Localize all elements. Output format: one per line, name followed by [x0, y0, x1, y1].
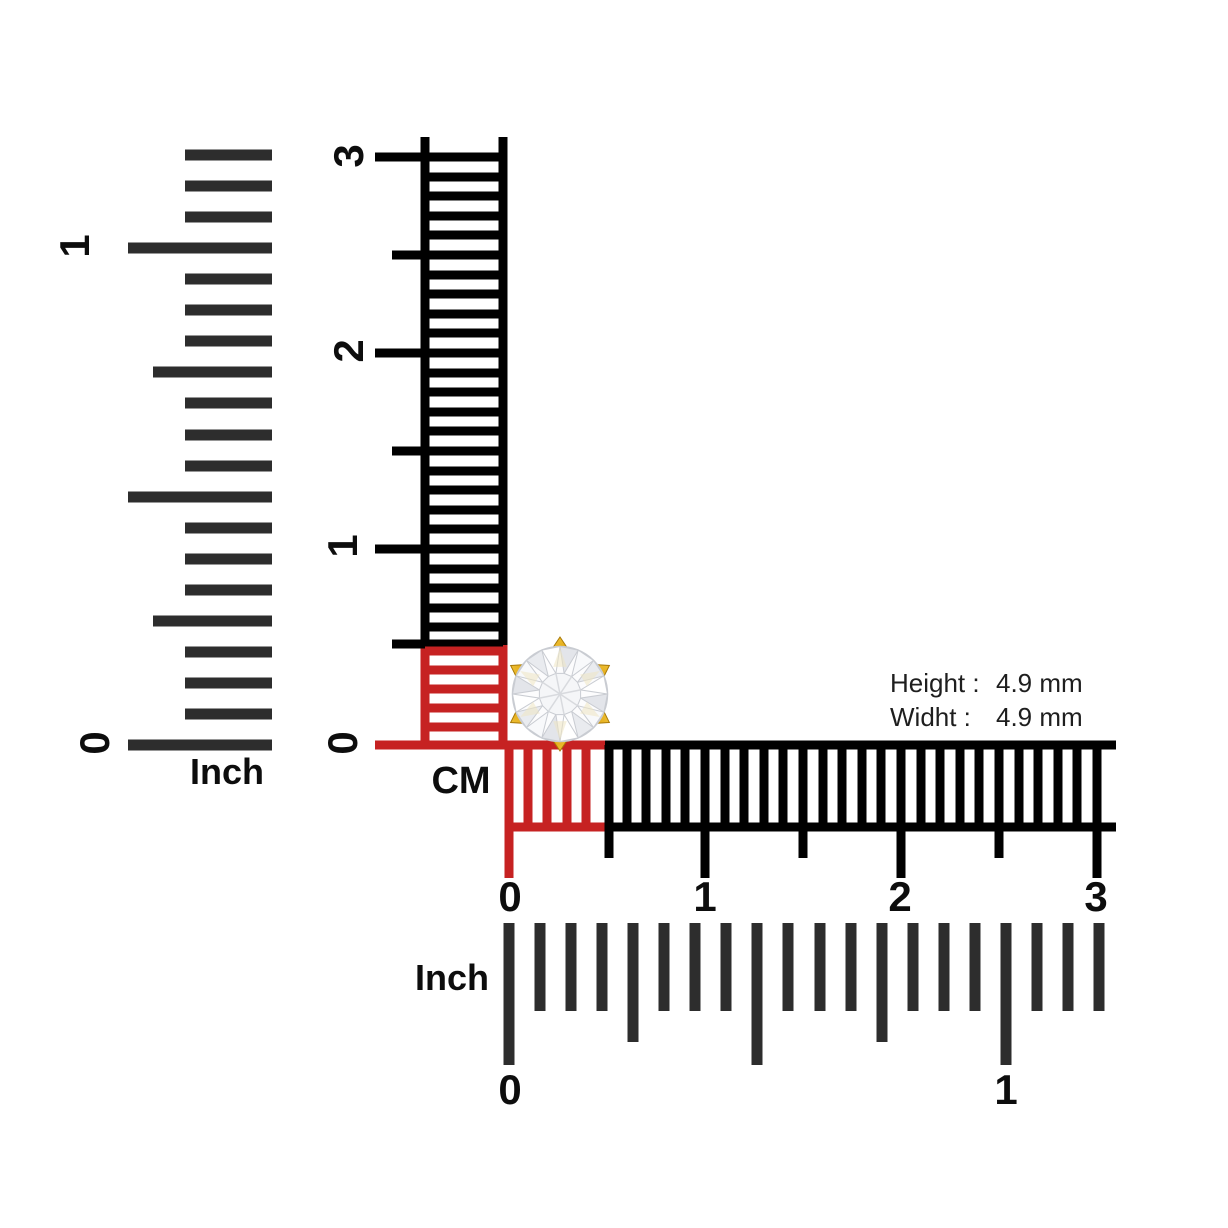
horizontal-cm-label-0: 0 — [498, 873, 522, 920]
width-row: Widht : 4.9 mm — [890, 700, 1083, 734]
horizontal-cm-label-1: 1 — [693, 873, 717, 920]
left-inch-ruler — [128, 149, 272, 751]
left-inch-label-0: 0 — [71, 731, 118, 755]
left-inch-unit-label: Inch — [189, 751, 265, 792]
height-row: Height : 4.9 mm — [890, 666, 1083, 700]
vertical-cm-label-0: 0 — [319, 731, 366, 755]
left-inch-label-1: 1 — [51, 234, 98, 258]
bottom-inch-label-1: 1 — [994, 1066, 1018, 1113]
width-label: Widht : — [890, 702, 971, 732]
vertical-cm-label-1: 1 — [319, 534, 366, 558]
horizontal-cm-ruler — [375, 740, 1116, 878]
cm-unit-label: CM — [431, 760, 491, 802]
vertical-cm-label-3: 3 — [325, 144, 372, 168]
height-label: Height : — [890, 668, 980, 698]
diamond-stud-icon — [509, 636, 611, 752]
dimensions-callout: Height : 4.9 mm Widht : 4.9 mm — [890, 666, 1083, 734]
bottom-inch-unit-label: Inch — [414, 957, 490, 998]
height-value: 4.9 mm — [996, 668, 1083, 698]
bottom-inch-label-0: 0 — [498, 1066, 522, 1113]
vertical-cm-ruler — [375, 137, 508, 749]
vertical-cm-label-2: 2 — [325, 339, 372, 363]
width-value: 4.9 mm — [996, 702, 1083, 732]
bottom-inch-ruler — [503, 923, 1105, 1065]
horizontal-cm-label-3: 3 — [1084, 873, 1108, 920]
horizontal-cm-label-2: 2 — [888, 873, 912, 920]
